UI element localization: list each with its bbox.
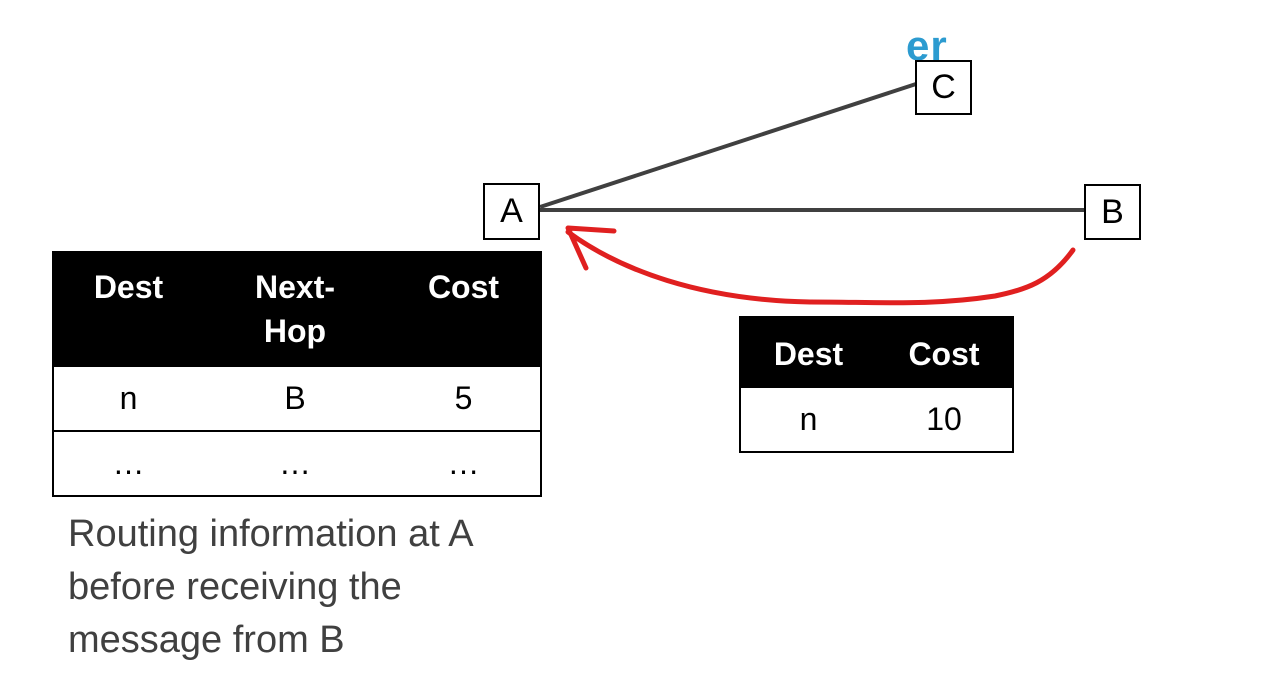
cell-cost: 5	[387, 365, 541, 431]
cell-next-hop: …	[203, 430, 387, 496]
table-header-row: Dest Cost	[740, 316, 1013, 387]
column-header-dest: Dest	[53, 251, 203, 366]
cell-dest: n	[53, 365, 203, 431]
title-fragment: er	[906, 22, 948, 62]
column-header-cost: Cost	[387, 251, 541, 366]
column-header-next-hop: Next-Hop	[203, 251, 387, 366]
cell-cost: 10	[876, 386, 1013, 452]
cell-dest: n	[740, 386, 876, 452]
link-a-c	[539, 82, 917, 209]
node-c: C	[915, 60, 972, 115]
node-b: B	[1084, 184, 1141, 240]
cell-next-hop: B	[203, 365, 387, 431]
table-row: n B 5	[53, 365, 541, 431]
table-row: n 10	[740, 386, 1013, 452]
caption: Routing information at A before receivin…	[68, 513, 472, 661]
node-a: A	[483, 183, 540, 240]
column-header-dest: Dest	[740, 316, 876, 387]
routing-table-a: Dest Next-Hop Cost n B 5 … … …	[52, 251, 542, 497]
cell-cost: …	[387, 430, 541, 496]
cell-dest: …	[53, 430, 203, 496]
message-table-b: Dest Cost n 10	[739, 316, 1014, 453]
message-arrow-b-to-a	[565, 229, 1076, 306]
table-row: … … …	[53, 430, 541, 496]
message-arrowhead	[565, 225, 617, 271]
table-header-row: Dest Next-Hop Cost	[53, 251, 541, 366]
column-header-cost: Cost	[876, 316, 1013, 387]
